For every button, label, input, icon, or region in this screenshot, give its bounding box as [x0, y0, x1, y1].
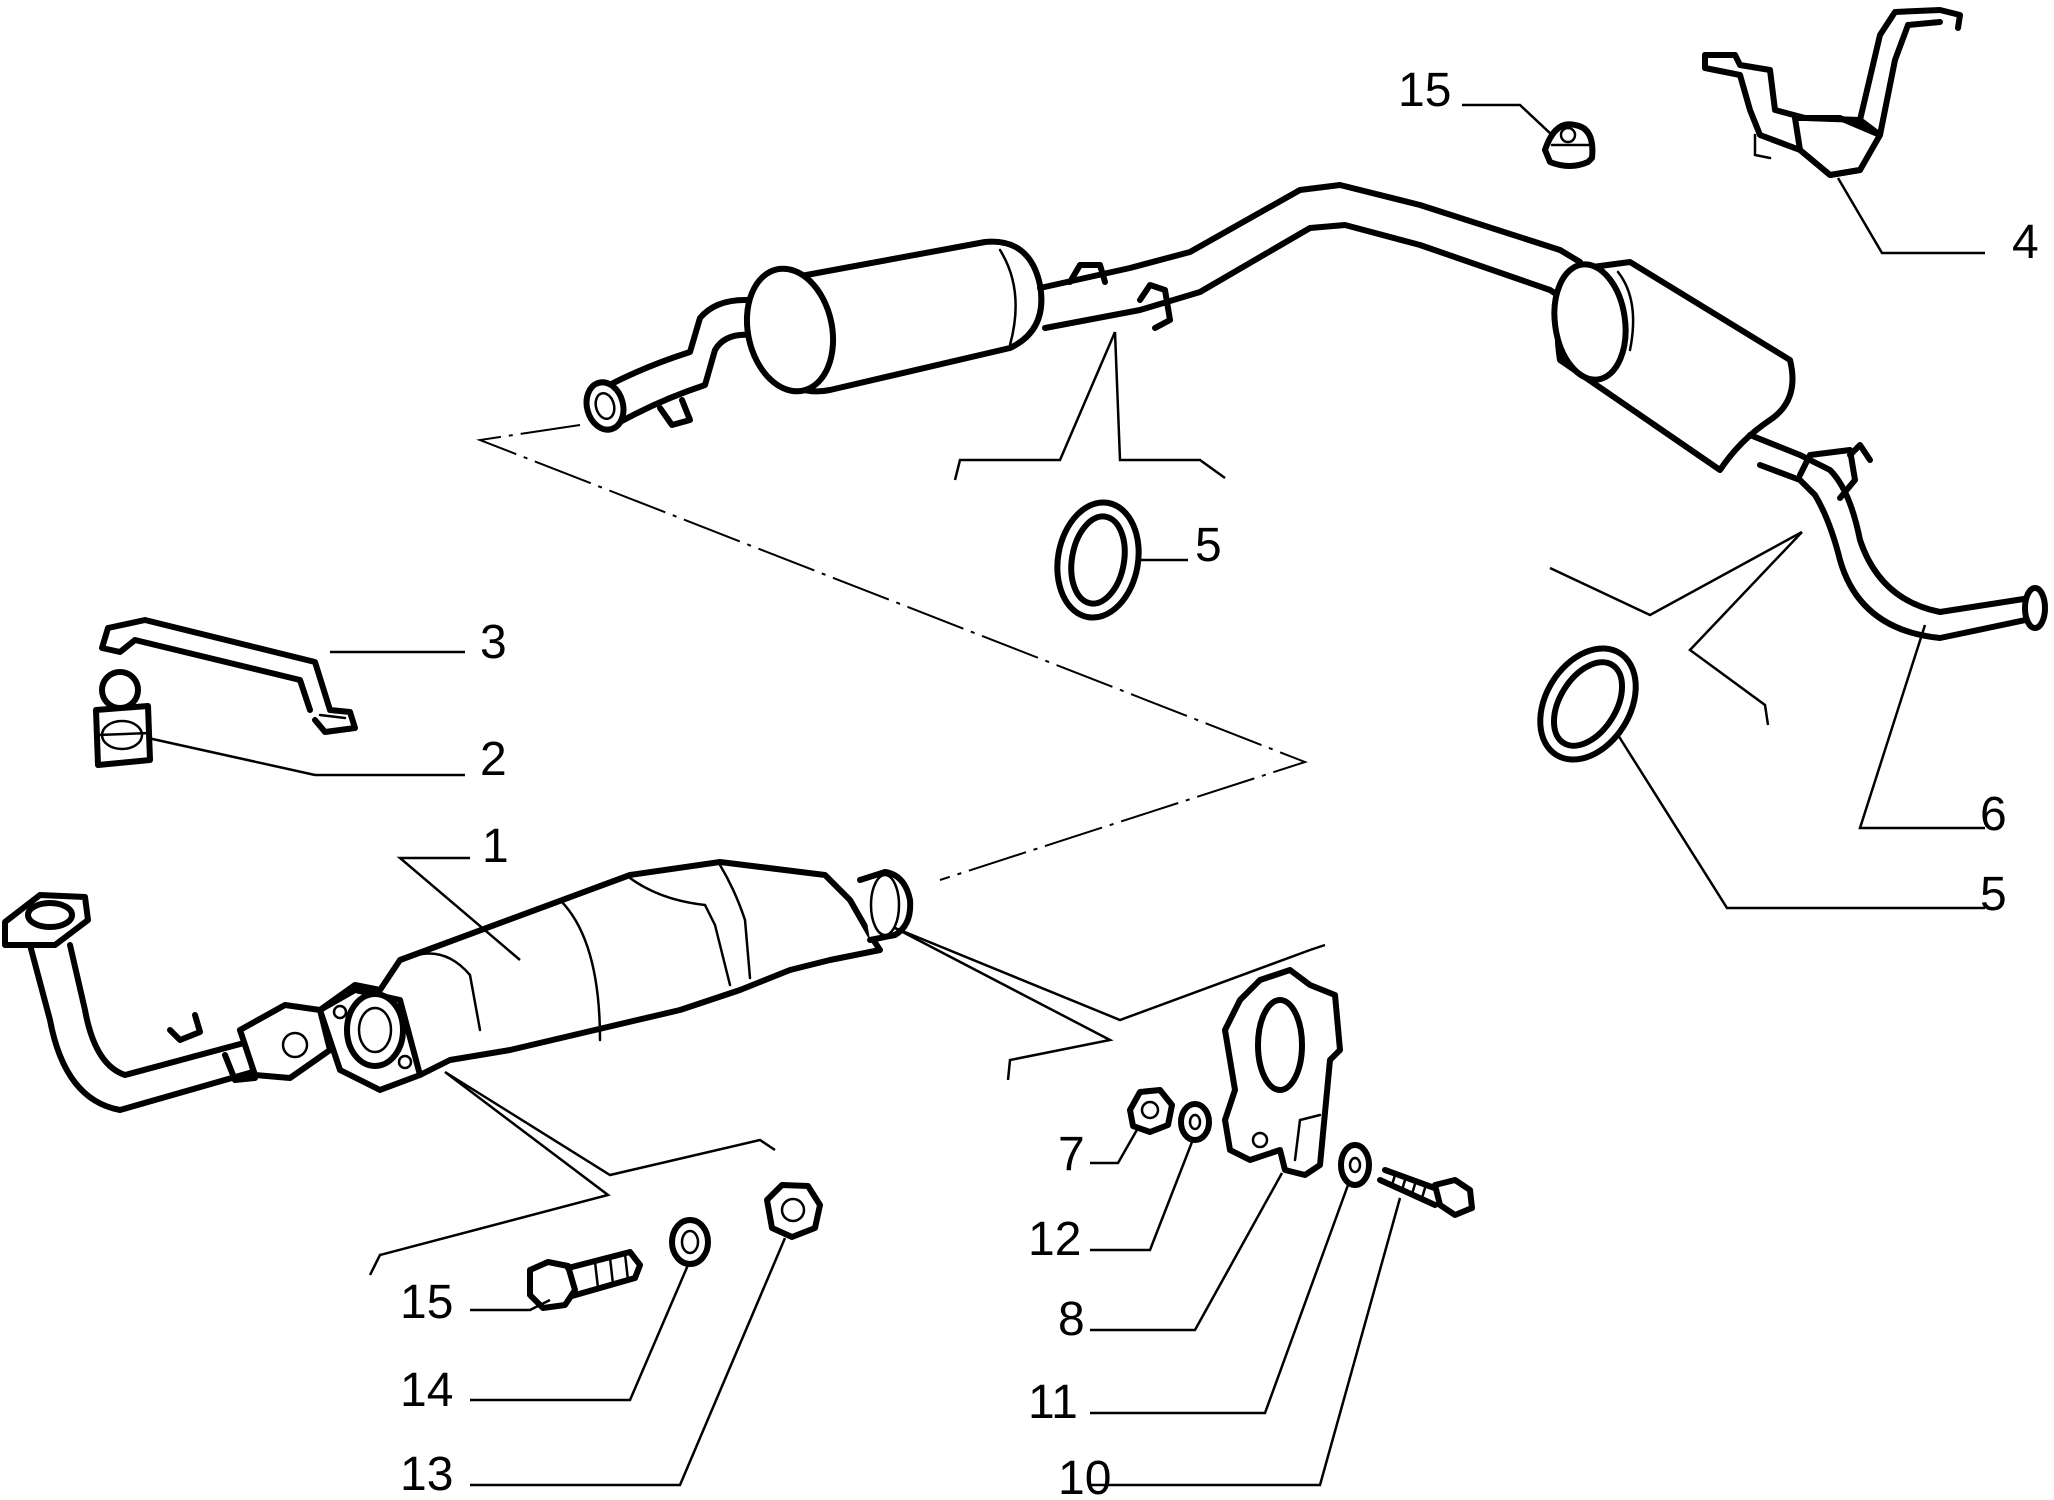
label-part-1: 1 — [482, 820, 509, 873]
label-part-9: 10 — [1058, 1452, 1111, 1500]
bolt-14-drawing — [527, 1249, 643, 1311]
bolt-9-drawing — [1377, 1167, 1475, 1218]
assembly-guide-lines — [476, 424, 1308, 881]
part-labels: 15 4 5 3 2 1 6 5 7 12 8 11 10 15 14 13 — [400, 64, 2039, 1500]
rubber-mount-2-drawing — [93, 669, 153, 768]
label-part-15: 15 — [1398, 64, 1451, 117]
label-part-14: 15 — [400, 1276, 453, 1329]
washer-10-drawing — [1338, 1142, 1372, 1188]
label-part-5-upper: 5 — [1195, 519, 1222, 572]
washer-11-drawing — [1178, 1101, 1212, 1143]
label-part-2: 2 — [480, 733, 507, 786]
gasket-5-upper-drawing — [1054, 499, 1142, 621]
label-part-12: 13 — [400, 1448, 453, 1500]
label-part-13: 14 — [400, 1364, 453, 1417]
label-part-7: 7 — [1058, 1128, 1085, 1181]
nut-7-drawing — [1127, 1087, 1175, 1135]
leader-lines — [147, 103, 1985, 1487]
label-part-6: 6 — [1980, 788, 2007, 841]
catalytic-converter-1-drawing — [317, 859, 914, 1093]
spring-washer-13-drawing — [669, 1217, 711, 1267]
label-part-10: 11 — [1028, 1376, 1078, 1429]
label-part-11: 12 — [1028, 1213, 1081, 1266]
rubber-buffer-15-drawing — [1542, 121, 1596, 169]
hanger-bracket-3-drawing — [99, 617, 358, 735]
label-part-5-lower: 5 — [1980, 868, 2007, 921]
flange-clamp-8-drawing — [1222, 967, 1343, 1178]
label-part-3: 3 — [480, 616, 507, 669]
rear-exhaust-pipe-drawing — [583, 182, 2048, 641]
nut-12-drawing — [764, 1182, 823, 1240]
label-part-8: 8 — [1058, 1293, 1085, 1346]
gasket-5-lower-drawing — [1537, 645, 1639, 763]
support-bracket-4-drawing — [1702, 7, 1963, 178]
label-part-4: 4 — [2012, 216, 2039, 269]
front-downpipe-drawing — [2, 892, 333, 1113]
